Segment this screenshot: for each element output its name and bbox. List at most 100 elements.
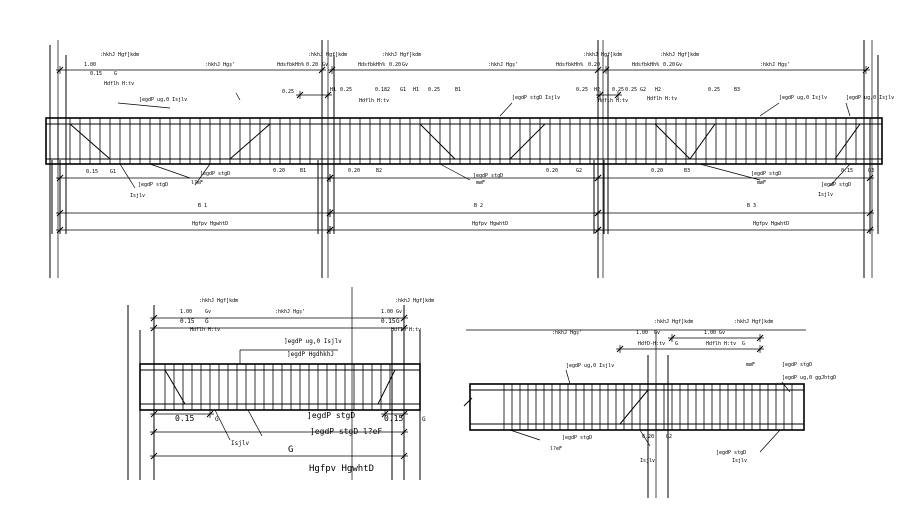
annotation-label: Isjlv	[818, 192, 833, 198]
annotation-label: :hkhJ Hgf]kdm	[734, 319, 773, 325]
annotation-label: ]egdP stgD	[751, 171, 781, 177]
annotation-label: 0.25	[576, 87, 588, 93]
annotation-label: Gv	[654, 330, 660, 336]
leader-line	[781, 381, 791, 393]
annotation-label: møF	[746, 362, 755, 368]
leader-line	[117, 102, 171, 109]
annotation-label: l?eF	[550, 446, 562, 452]
annotation-label: Gv	[396, 309, 402, 315]
leader-line	[829, 163, 851, 187]
annotation-label: l?eF	[191, 180, 203, 186]
annotation-label: G	[215, 416, 219, 423]
annotation-label: H2	[655, 87, 661, 93]
bent-bar	[69, 123, 111, 160]
annotation-label: :hkhJ Hgf]kdm	[583, 52, 622, 58]
annotation-label: 1.00	[704, 330, 716, 336]
annotation-label: 1.00	[84, 62, 96, 68]
annotation-label: B1	[455, 87, 461, 93]
annotation-label: 0.25	[340, 87, 352, 93]
annotation-label: G	[205, 318, 209, 325]
annotation-label: 1.00	[180, 309, 192, 315]
annotation-label: G	[114, 71, 117, 77]
annotation-label: 0.15	[384, 414, 403, 423]
annotation-label: :hkhJ Hgf]kdm	[308, 52, 347, 58]
annotation-label: :hkhJ Hgșʼ	[275, 308, 305, 315]
annotation-label: :hkhJ Hgșʼ	[205, 61, 235, 68]
leader-line	[499, 102, 513, 117]
drawing-linework	[45, 40, 883, 498]
annotation-label: H2	[594, 87, 600, 93]
annotation-label: G2	[666, 434, 672, 440]
annotation-label: Isjlv	[130, 193, 145, 199]
leader-line	[214, 409, 231, 441]
annotation-label: :hkhJ Hgf]kdm	[654, 319, 693, 325]
leader-line	[509, 429, 541, 441]
annotation-label: Gv	[402, 62, 408, 68]
annotation-label: ]egdP ug,0 Isjlv	[779, 95, 827, 101]
annotation-label: møF	[757, 180, 766, 186]
annotation-label: 0.20	[663, 62, 675, 68]
annotation-label: 0.15	[175, 414, 194, 423]
annotation-label: 0.15	[86, 169, 98, 175]
annotation-label: 0.20	[651, 168, 663, 174]
annotation-label: 0.20	[306, 62, 318, 68]
leader-line	[759, 429, 781, 453]
annotation-label: G1	[400, 87, 406, 93]
annotation-label: 0.20	[546, 168, 558, 174]
annotation-label: 0.25	[282, 89, 294, 95]
annotation-label: 0.20	[273, 168, 285, 174]
break-mark	[463, 397, 473, 407]
annotation-label: G3	[868, 168, 874, 174]
leader-line	[639, 429, 651, 447]
annotation-label: HdsfbkHh%	[277, 62, 304, 68]
annotation-label: G	[288, 445, 293, 455]
annotation-label: 0.20	[642, 434, 654, 440]
leader-line	[759, 102, 780, 117]
annotation-label: H1	[330, 87, 336, 93]
annotation-label: 0.20	[348, 168, 360, 174]
leader-line	[119, 163, 136, 189]
annotation-label: :hkhJ Hgf]kdm	[199, 298, 238, 304]
annotation-label: Hdflh H:tv	[391, 327, 421, 333]
annotation-label: :hkhJ Hgf]kdm	[395, 298, 434, 304]
annotation-label: B2	[376, 168, 382, 174]
annotation-label: Isjlv	[732, 458, 747, 464]
annotation-label: ]egdP stgD Isjlv	[512, 95, 560, 101]
annotation-label: HdfD-H:tv	[638, 341, 665, 347]
annotation-label: 0.182	[375, 87, 390, 93]
annotation-label: :hkhJ Hgf]kdm	[100, 52, 139, 58]
bent-bar	[654, 123, 691, 160]
annotation-label: 0.25	[428, 87, 440, 93]
annotation-label: Hdflh H:tv	[598, 98, 628, 104]
bent-bar	[689, 123, 716, 160]
annotation-label: :hkhJ Hgf]kdm	[660, 52, 699, 58]
annotation-label: 0.25	[612, 87, 624, 93]
annotation-label: Hgfpv HgwhtD	[472, 221, 508, 227]
annotation-label: H1	[413, 87, 419, 93]
annotation-label: Hdflh H:tv	[190, 327, 220, 333]
annotation-label: Isjlv	[231, 440, 249, 447]
leader-line	[194, 163, 211, 186]
annotation-label: 0.20	[588, 62, 600, 68]
annotation-label: ]egdP stgD	[782, 362, 812, 368]
annotation-label: Hgfpv HgwhtD	[192, 221, 228, 227]
annotation-label: Hgfpv HgwhtD	[309, 464, 374, 474]
bent-bar	[619, 389, 649, 425]
drawing-labels: :hkhJ Hgf]kdm :hkhJ Hgf]kdm :hkhJ Hgf]kdm:…	[84, 52, 894, 474]
leader-line	[439, 163, 471, 181]
beam-outline-bottom-right	[469, 383, 805, 431]
annotation-label: Isjlv	[640, 458, 655, 464]
annotation-label: ]egdP stgD	[473, 173, 503, 179]
annotation-label: ]egdP stgD	[821, 182, 851, 188]
annotation-label: ]egdP stgD	[138, 182, 168, 188]
annotation-label: B3	[684, 168, 690, 174]
beam-outline-top	[45, 117, 883, 165]
annotation-label: G2	[576, 168, 582, 174]
leader-line	[247, 409, 263, 437]
annotation-label: HdsfbkHh%	[358, 62, 385, 68]
annotation-label: B3	[734, 87, 740, 93]
annotation-label: Gv	[322, 62, 328, 68]
annotation-label: ]egdP ug,0 Isjlv	[139, 97, 187, 103]
annotation-label: ]egdP HgdhkhJ	[287, 351, 334, 358]
